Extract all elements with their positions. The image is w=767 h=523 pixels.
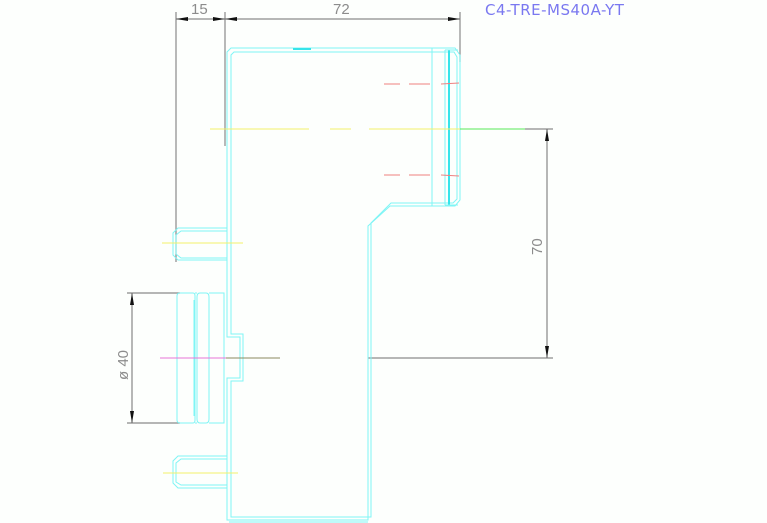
hidden-lines — [384, 82, 460, 177]
dimension-15-label: 15 — [191, 1, 208, 18]
upper-bolt — [162, 227, 243, 261]
part-number-title: C4-TRE-MS40A-YT — [485, 1, 625, 19]
centerlines — [160, 128, 525, 359]
dimension-diameter-label: ø 40 — [115, 350, 132, 380]
top-dimensions: 15 72 — [175, 1, 461, 262]
dimension-70-label: 70 — [529, 238, 546, 255]
right-dimension: 70 — [368, 128, 553, 359]
part-body-outline — [226, 47, 461, 523]
lower-bolt — [163, 455, 238, 489]
left-dimension: ø 40 — [115, 292, 180, 424]
dimension-72-label: 72 — [333, 1, 350, 18]
